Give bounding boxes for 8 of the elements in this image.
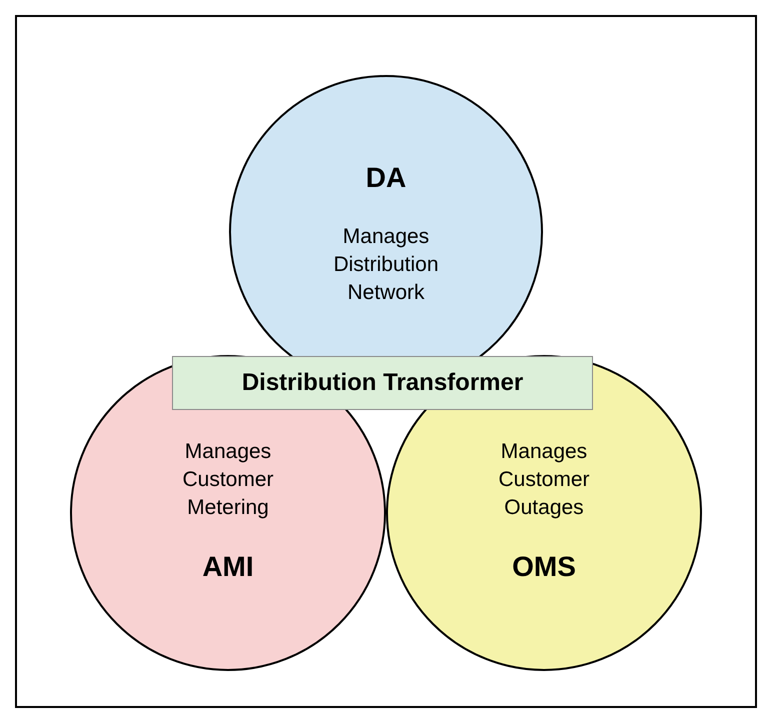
- heading: Distribution Transformer: [242, 368, 524, 398]
- description: Manages Distribution Network: [332, 224, 440, 306]
- heading: DA: [366, 161, 406, 195]
- heading: AMI: [202, 550, 254, 584]
- label-box: [172, 356, 593, 410]
- description: Manages Customer Outages: [497, 439, 591, 521]
- heading: OMS: [512, 550, 576, 584]
- description: Manages Customer Metering: [181, 439, 275, 521]
